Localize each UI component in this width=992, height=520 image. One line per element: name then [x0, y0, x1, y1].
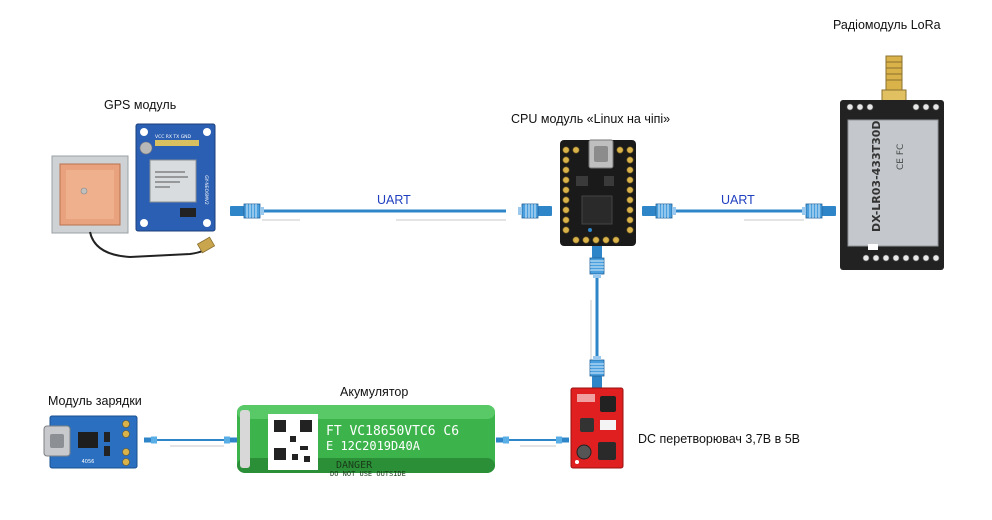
gps-board: VCC RX TX GND GY-NEO6MV2	[135, 123, 216, 232]
svg-text:DO NOT USE OUTSIDE: DO NOT USE OUTSIDE	[330, 470, 406, 478]
uart-label-cpu-lora: UART	[721, 193, 755, 207]
svg-text:GY-NEO6MV2: GY-NEO6MV2	[203, 175, 209, 205]
svg-text:DX-LR03-433T30D: DX-LR03-433T30D	[870, 120, 883, 232]
uart-label-gps-cpu: UART	[377, 193, 411, 207]
svg-text:4056: 4056	[82, 459, 95, 465]
lora-shield	[847, 119, 939, 247]
battery-label: Акумулятор	[340, 385, 409, 399]
gps-module: VCC RX TX GND GY-NEO6MV2	[51, 123, 216, 259]
gps-antenna-cable	[89, 231, 211, 259]
cable-battery-dc	[496, 436, 569, 447]
svg-text:E 12C2019D40A: E 12C2019D40A	[326, 439, 421, 453]
battery: FT VC18650VTC6 C6 E 12C2019D40A DANGER D…	[237, 405, 495, 478]
dc-converter-label: DC перетворювач 3,7В в 5В	[638, 432, 800, 446]
cable-cpu-lora	[641, 203, 837, 221]
svg-text:DANGER: DANGER	[336, 460, 373, 471]
dc-converter	[570, 387, 624, 469]
svg-text:FT VC18650VTC6 C6: FT VC18650VTC6 C6	[326, 424, 459, 439]
svg-text:CE FC: CE FC	[896, 144, 906, 170]
cable-cpu-dc	[589, 243, 605, 391]
cable-charger-battery	[144, 436, 237, 447]
lora-antenna	[881, 55, 907, 105]
charger-module-label: Модуль зарядки	[48, 394, 142, 408]
cpu-chip	[581, 195, 613, 225]
svg-text:VCC RX TX GND: VCC RX TX GND	[155, 134, 192, 140]
gps-module-label: GPS модуль	[104, 98, 177, 112]
charger-module: 4056	[43, 415, 138, 469]
cpu-module-label: CPU модуль «Linux на чіпі»	[511, 112, 671, 126]
cable-gps-cpu	[229, 203, 553, 221]
cpu-module	[560, 139, 636, 246]
lora-module-label: Радіомодуль LoRa	[833, 18, 941, 32]
lora-module: DX-LR03-433T30D CE FC	[840, 55, 944, 270]
gps-antenna	[51, 155, 129, 234]
